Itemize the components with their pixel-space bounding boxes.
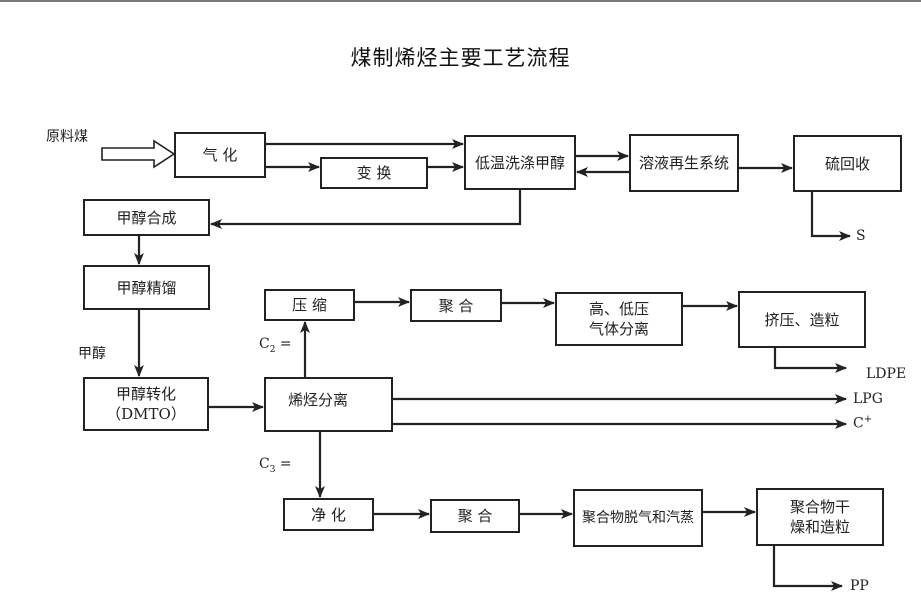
feed-arrow <box>101 139 176 169</box>
connector-drying-pp <box>772 546 843 591</box>
node-rectisol: 低温洗涤甲醇 <box>464 135 576 190</box>
node-purification: 净 化 <box>283 498 374 531</box>
node-polymer-degassing: 聚合物脱气和汽蒸 <box>573 489 703 547</box>
node-hp-lp-separation: 高、低压 气体分离 <box>555 292 683 346</box>
c4plus-product-label: C+ <box>853 414 873 432</box>
node-polymer-drying: 聚合物干 燥和造粒 <box>756 488 884 546</box>
lpg-product-label: LPG <box>853 391 883 407</box>
node-methanol-conversion: 甲醇转化 （DMTO） <box>83 377 209 431</box>
node-gasification: 气 化 <box>174 132 266 178</box>
ldpe-product-label: LDPE <box>866 366 907 382</box>
node-shift: 变 换 <box>320 157 428 189</box>
node-sulfur-recovery: 硫回收 <box>793 135 902 192</box>
propylene-stream-label: C3 = <box>259 456 292 475</box>
node-compression: 压 缩 <box>264 289 355 321</box>
node-extrusion-pelletizing: 挤压、造粒 <box>738 291 866 348</box>
diagram-title: 煤制烯烃主要工艺流程 <box>350 46 571 70</box>
node-olefin-separation: 烯烃分离 <box>264 377 393 432</box>
node-pp-polymerization: 聚 合 <box>430 499 520 533</box>
node-methanol-synthesis: 甲醇合成 <box>83 199 210 236</box>
window-top-border <box>0 0 921 2</box>
ethylene-stream-label: C2 = <box>259 336 292 355</box>
methanol-stream-label: 甲醇 <box>78 346 106 362</box>
node-methanol-distillation: 甲醇精馏 <box>83 265 210 310</box>
connector-rectisol-synthesis <box>210 190 522 229</box>
connector-extrusion-ldpe <box>773 348 847 373</box>
node-pe-polymerization: 聚 合 <box>410 289 502 322</box>
node-solvent-regen: 溶液再生系统 <box>629 134 739 192</box>
pp-product-label: PP <box>850 578 869 594</box>
feed-label: 原料煤 <box>46 129 88 145</box>
sulfur-product-label: S <box>856 228 866 244</box>
connector-sulfur-s <box>810 192 851 241</box>
